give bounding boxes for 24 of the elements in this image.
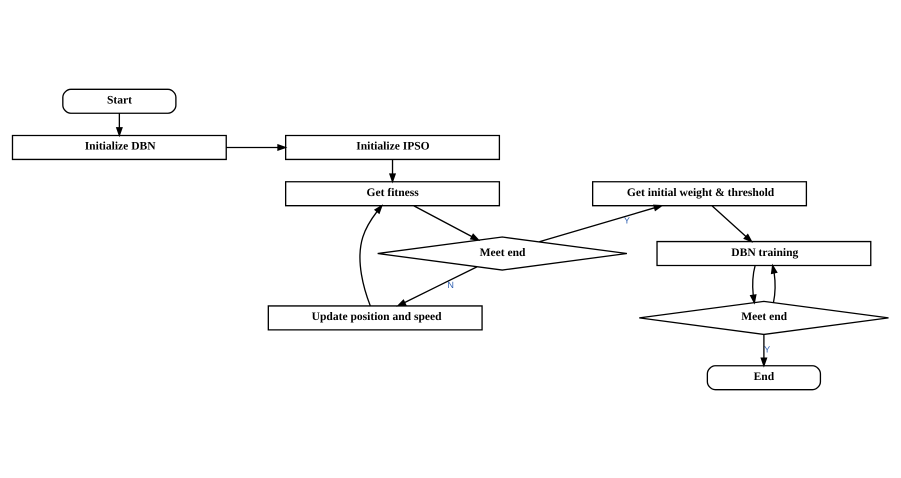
node-box: Update position and speed <box>268 304 483 330</box>
node-box: End <box>706 364 822 390</box>
edge-label: Y <box>764 344 770 354</box>
node-box: Get fitness <box>285 180 500 206</box>
arrow <box>750 264 757 304</box>
node-box: Initialize IPSO <box>285 134 500 160</box>
edge-label: N <box>447 280 454 290</box>
arrow <box>413 204 480 241</box>
edge-label: Y <box>624 215 630 226</box>
node-diamond: Meet end <box>377 236 628 270</box>
arrow <box>712 204 753 242</box>
arrow <box>770 263 778 302</box>
node-box: Get initial weight & threshold <box>592 180 808 206</box>
arrow <box>359 204 384 306</box>
arrow <box>389 159 396 183</box>
arrow <box>539 204 664 242</box>
arrow <box>396 266 478 306</box>
arrow <box>760 334 768 368</box>
node-box: DBN training <box>656 240 872 266</box>
node-box: Initialize DBN <box>12 134 227 160</box>
arrow <box>116 112 123 137</box>
arrow <box>226 143 288 150</box>
node-box: Start <box>62 88 177 114</box>
node-diamond: Meet end <box>638 300 890 335</box>
